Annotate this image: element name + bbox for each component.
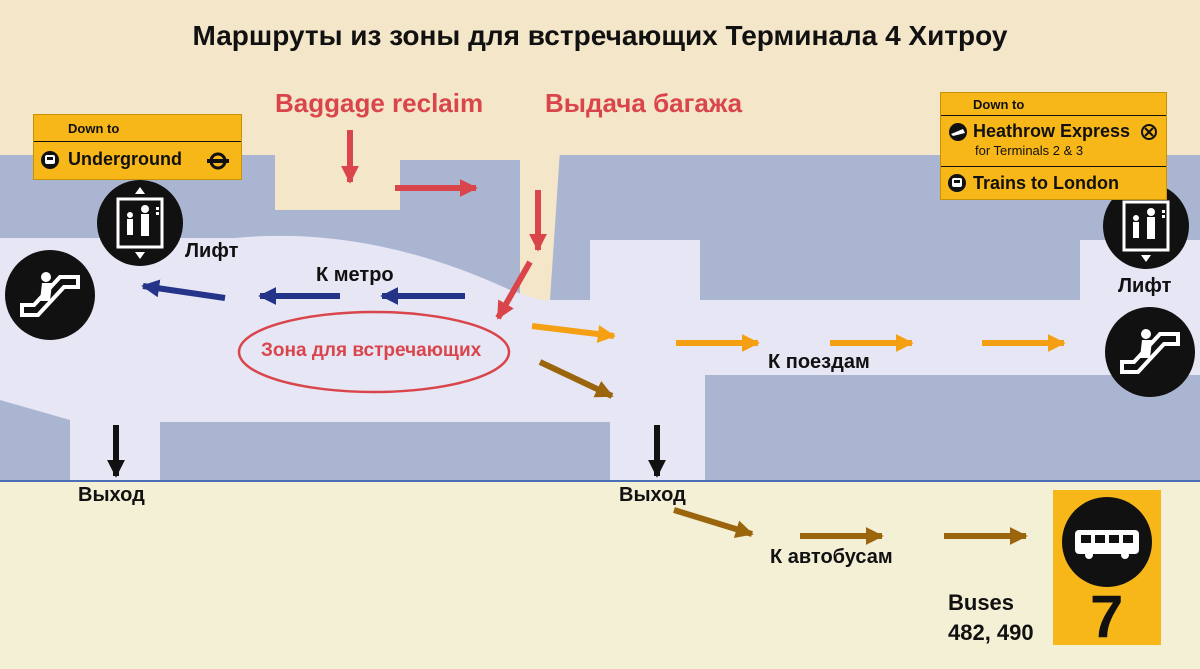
lift-left-label: Лифт: [185, 240, 239, 262]
bus-numbers-label: 482, 490: [948, 620, 1034, 645]
escalator-icon: [1105, 307, 1195, 397]
lift-right-label: Лифт: [1118, 275, 1172, 297]
underground-train-icon: [41, 151, 59, 169]
heathrow-express-label: Heathrow Express: [973, 121, 1131, 141]
to-metro-label: К метро: [316, 264, 394, 286]
bus-icon: [1062, 497, 1152, 587]
exit-mid-label: Выход: [619, 484, 686, 506]
escalator-icon: [5, 250, 95, 340]
navy-arrow: [141, 279, 226, 301]
outside-area: [0, 480, 1200, 669]
buses-label: Buses: [948, 590, 1015, 615]
brown-arrow: [673, 507, 754, 538]
heathrow-express-icon: [949, 123, 967, 141]
to-buses-label: К автобусам: [770, 546, 893, 568]
heathrow-express-logo-icon: [1141, 124, 1157, 140]
map-title: Маршруты из зоны для встречающих Термина…: [192, 20, 1008, 51]
heathrow-express-sub: for Terminals 2 & 3: [975, 143, 1084, 158]
wall-block: [715, 240, 1070, 300]
underground-down-to: Down to: [68, 121, 120, 136]
underground-roundel-icon: [207, 152, 229, 170]
meeting-zone-ellipse: [237, 310, 511, 394]
to-trains-label: К поездам: [768, 351, 870, 373]
underground-sign: Down to Underground: [33, 114, 242, 180]
lift-icon: [97, 180, 183, 266]
train-icon: [948, 174, 966, 192]
lift-icon: [1103, 183, 1189, 269]
meeting-zone-label: Зона для встречающих: [261, 340, 482, 361]
baggage-reclaim-ru-label: Выдача багажа: [545, 88, 743, 118]
brown-arrow: [538, 359, 614, 399]
heathrow-down-to: Down to: [973, 97, 1025, 112]
red-arrow: [495, 260, 533, 320]
underground-label: Underground: [68, 149, 182, 169]
baggage-reclaim-label: Baggage reclaim: [275, 88, 484, 118]
heathrow-sign: Down to Heathrow Express for Terminals 2…: [940, 92, 1167, 200]
trains-to-london-label: Trains to London: [973, 173, 1119, 193]
baggage-corridor: [275, 120, 560, 300]
exit-left-label: Выход: [78, 484, 145, 506]
orange-arrow: [531, 323, 616, 343]
bus-stop-number: 7: [1090, 583, 1124, 650]
